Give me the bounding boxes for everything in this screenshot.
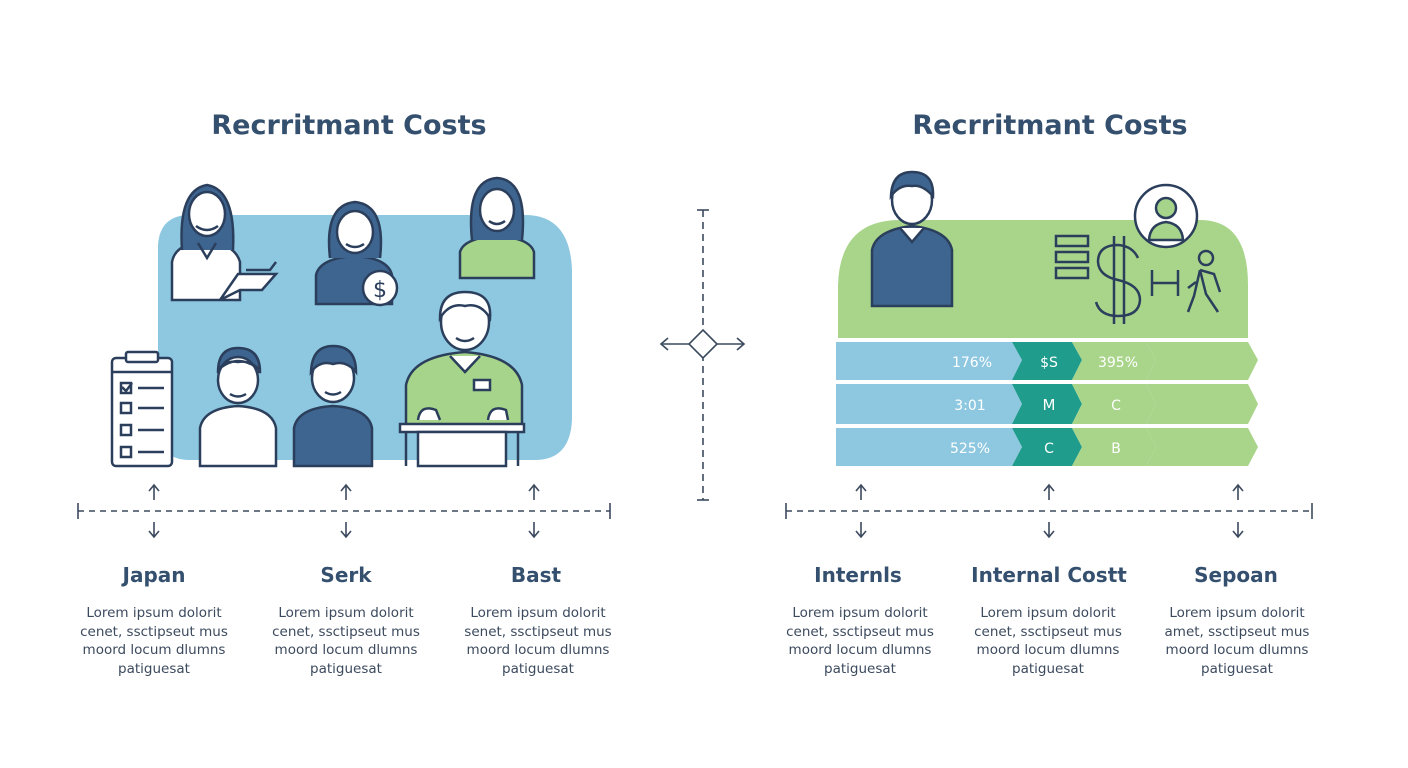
man-dark-shirt-icon <box>292 344 374 468</box>
svg-text:$: $ <box>373 278 387 303</box>
right-title: Recrritmant Costs <box>912 110 1188 141</box>
left-col-1-label: Japan <box>122 563 186 587</box>
cost-table: 176% $S 395% 3:01 M C 525% C B <box>836 342 1258 466</box>
cell-r1-c: 395% <box>1098 355 1138 371</box>
right-col-1-label: Internls <box>814 563 902 587</box>
walking-person-icon <box>1186 249 1222 313</box>
cell-r3-c: B <box>1111 441 1121 457</box>
center-divider <box>659 209 746 501</box>
right-col-3-label: Sepoan <box>1194 563 1278 587</box>
checklist-clipboard-icon <box>110 350 174 468</box>
dollar-sign-icon <box>1094 236 1142 324</box>
right-col-2-label: Internal Costt <box>971 563 1127 587</box>
woman-with-laptop-icon <box>170 183 279 302</box>
cell-r3-b: C <box>1044 441 1054 457</box>
man-dark-blue-icon <box>870 170 954 308</box>
woman-with-coin-icon: $ <box>314 200 399 307</box>
cell-r1-b: $S <box>1040 355 1058 371</box>
man-white-shirt-icon <box>198 346 278 468</box>
cell-r2-a: 3:01 <box>954 398 985 414</box>
cell-r2-b: M <box>1043 396 1056 414</box>
left-col-3-label: Bast <box>510 563 562 587</box>
left-title: Recrritmant Costs <box>211 110 487 141</box>
left-col-2-label: Serk <box>320 563 372 587</box>
plus-icon <box>1150 270 1180 296</box>
woman-green-icon <box>458 176 536 280</box>
man-at-desk-icon <box>398 290 526 468</box>
user-avatar-circle-icon <box>1133 183 1199 249</box>
cell-r1-a: 176% <box>952 355 992 371</box>
list-lines-icon <box>1054 234 1090 280</box>
right-axis <box>785 483 1313 539</box>
cell-r3-a: 525% <box>950 441 990 457</box>
cell-r2-c: C <box>1111 398 1121 414</box>
left-axis <box>77 483 611 539</box>
